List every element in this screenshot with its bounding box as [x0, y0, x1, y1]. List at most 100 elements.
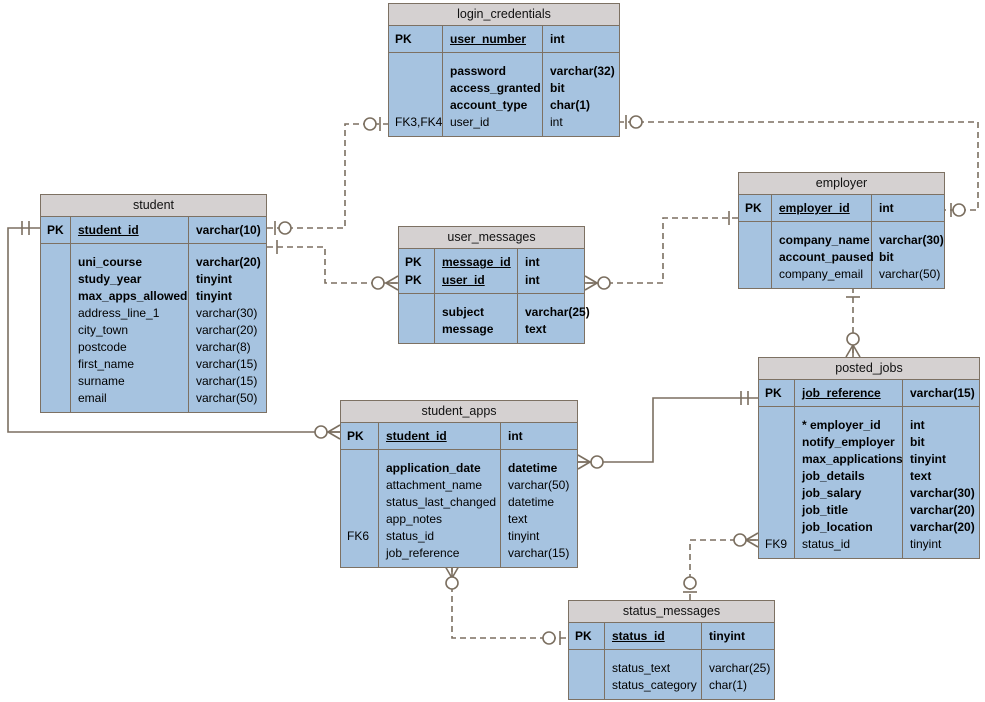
key-label: [41, 271, 70, 288]
field-type: char(1): [709, 678, 748, 692]
key-label: [41, 322, 70, 339]
field-name: password: [450, 64, 507, 78]
field-name: app_notes: [386, 512, 443, 526]
field-type: text: [508, 512, 528, 526]
key-label: FK3,FK4: [395, 115, 443, 129]
key-label: [389, 80, 442, 97]
key-label: [759, 468, 794, 485]
cardinality-circle: [314, 425, 328, 439]
table-section-body: subject message varchar(25)text: [399, 294, 590, 343]
key-label: [759, 417, 794, 434]
field-type: varchar(25): [525, 305, 590, 319]
name-column: subject message: [435, 294, 518, 343]
table-title: employer: [739, 173, 944, 195]
connector-employer-posted_jobs[interactable]: [845, 287, 861, 358]
field-name: max_apps_allowed: [78, 289, 188, 303]
key-column: [399, 294, 435, 343]
key-column: PK: [341, 423, 379, 449]
table-section-pk: PK student_id int: [341, 423, 577, 450]
field-name: status_id: [386, 529, 435, 543]
key-label: PK: [765, 386, 782, 400]
field-type: int: [525, 273, 540, 287]
field-name: employer_id: [779, 201, 850, 215]
name-column: user_number: [443, 26, 543, 52]
field-name: application_date: [386, 461, 481, 475]
key-label: [341, 460, 378, 477]
field-name: subject: [442, 305, 485, 319]
field-type: bit: [550, 81, 565, 95]
key-column: [41, 244, 71, 412]
type-column: varchar(25)text: [518, 294, 590, 343]
field-type: tinyint: [910, 452, 946, 466]
connector-status_messages-posted_jobs[interactable]: [683, 532, 759, 600]
key-column: [739, 222, 772, 288]
key-label: [341, 545, 378, 562]
field-type: datetime: [508, 461, 558, 475]
field-type: int: [550, 32, 565, 46]
name-column: job_reference: [795, 380, 903, 406]
name-column: student_id: [71, 217, 189, 243]
key-label: [341, 494, 378, 511]
connector-student-user_messages[interactable]: [267, 240, 399, 291]
field-type: int: [508, 429, 523, 443]
field-type: varchar(15): [196, 374, 258, 388]
field-name: message: [442, 322, 494, 336]
field-type: varchar(25): [709, 661, 771, 675]
field-type: varchar(50): [508, 478, 570, 492]
connector-employer-user_messages[interactable]: [584, 211, 738, 291]
name-column: student_id: [379, 423, 501, 449]
key-label: [399, 304, 434, 321]
field-name: status_id: [802, 537, 851, 551]
cardinality-circle: [683, 576, 697, 590]
cardinality-circle: [952, 203, 966, 217]
field-type: bit: [910, 435, 925, 449]
field-name: user_id: [450, 115, 490, 129]
connector-student-login_credentials[interactable]: [267, 117, 388, 235]
field-name: city_town: [78, 323, 129, 337]
field-name: status_text: [612, 661, 671, 675]
connector-student_apps-status_messages[interactable]: [444, 565, 568, 645]
field-name: job_title: [802, 503, 849, 517]
field-name: account_paused: [779, 250, 874, 264]
field-type: tinyint: [709, 629, 745, 643]
field-name: job_reference: [802, 386, 881, 400]
field-name: message_id: [442, 255, 511, 269]
field-type: tinyint: [508, 529, 540, 543]
connector-student-student_apps[interactable]: [7, 221, 341, 440]
connector-login_credentials-employer[interactable]: [618, 115, 979, 217]
name-column: employer_id: [772, 195, 872, 221]
cardinality-circle: [278, 221, 292, 235]
key-label: [739, 266, 771, 283]
field-name: email: [78, 391, 107, 405]
key-label: [41, 390, 70, 407]
field-name: job_salary: [802, 486, 862, 500]
connector-student_apps-posted_jobs[interactable]: [577, 391, 758, 470]
type-column: varchar(10): [189, 217, 266, 243]
key-column: PK: [569, 623, 605, 649]
key-column: PK: [389, 26, 443, 52]
key-label: PK: [405, 255, 422, 269]
field-type: varchar(20): [196, 323, 258, 337]
cardinality-circle: [371, 276, 385, 290]
field-name: student_id: [386, 429, 447, 443]
type-column: int: [501, 423, 577, 449]
key-label: PK: [575, 629, 592, 643]
